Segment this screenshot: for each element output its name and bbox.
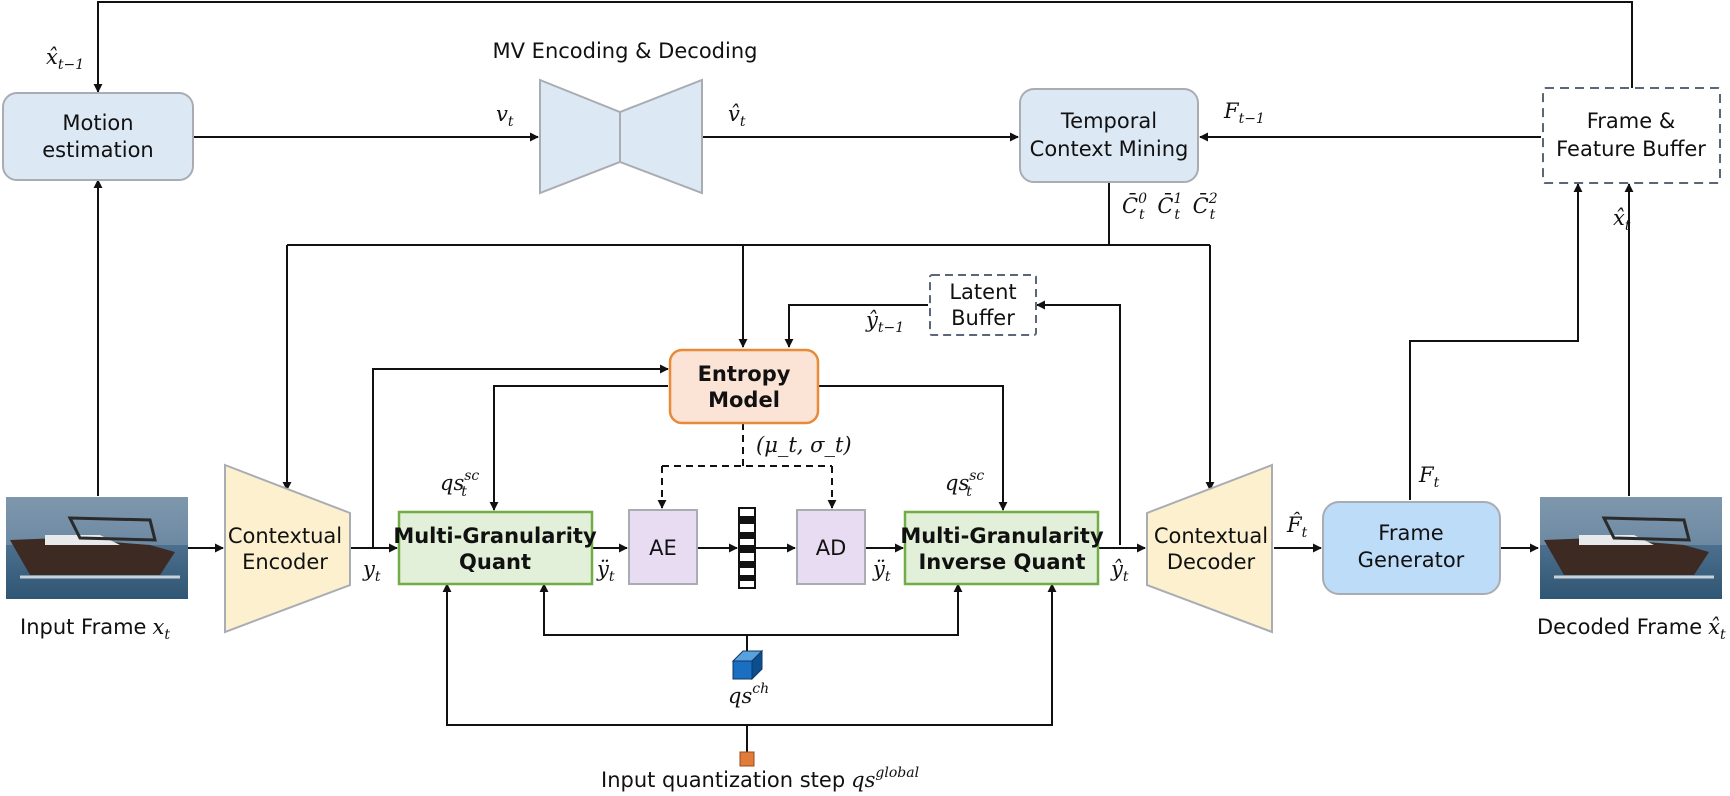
y-ddot-symbol-2: ÿt — [872, 557, 891, 585]
qs-sc-to-inverse-arrow — [818, 385, 1008, 511]
frame-feature-buffer-block — [1542, 87, 1721, 184]
y-hat-prev-arrow — [784, 304, 928, 348]
feedback-x-hat-prev-arrow — [93, 1, 1633, 93]
connections — [93, 1, 1634, 752]
mv-codec-title: MV Encoding & Decoding — [493, 39, 758, 63]
qs-ch-cube-icon — [731, 649, 764, 681]
entropy-label-1: Entropy — [698, 362, 791, 386]
qs-ch-to-inverse-arrow — [747, 583, 963, 636]
y-ddot-symbol-1: ÿt — [596, 557, 615, 585]
motion-estimation-label-1: Motion — [62, 111, 133, 135]
ad-label: AD — [816, 536, 847, 560]
frame-generator-label-2: Generator — [1358, 548, 1465, 572]
latent-label-1: Latent — [949, 280, 1016, 304]
quant-label-2: Quant — [459, 550, 531, 574]
y-hat-prev-symbol: ŷt−1 — [865, 308, 904, 336]
x-hat-prev-symbol: x̂t−1 — [46, 45, 84, 73]
qs-global-square-icon — [739, 751, 755, 767]
mg-inverse-quant-block — [903, 510, 1100, 586]
y-t-symbol: yt — [362, 557, 381, 585]
input-frame-image — [6, 497, 188, 599]
frame-generator-label-1: Frame — [1378, 521, 1443, 545]
f-t-to-buffer-arrow — [1409, 183, 1583, 500]
inverse-quant-label-1: Multi-Granularity — [900, 524, 1104, 548]
bitstream-icon — [738, 507, 756, 589]
y-t-to-entropy-arrow — [372, 364, 669, 548]
temporal-label-2: Context Mining — [1030, 137, 1189, 161]
contextual-decoder-block — [1146, 463, 1273, 634]
ad-block — [796, 509, 866, 585]
qs-global-to-quant-arrow — [442, 583, 747, 726]
motion-estimation-block — [2, 92, 194, 181]
entropy-model-block — [668, 348, 820, 425]
temporal-label-1: Temporal — [1060, 109, 1157, 133]
f-t-symbol: Ft — [1418, 463, 1440, 491]
decoder-label-1: Contextual — [1154, 524, 1268, 548]
buffer-label-2: Feature Buffer — [1556, 137, 1706, 161]
frame-generator-block — [1322, 501, 1501, 595]
decoder-label-2: Decoder — [1167, 550, 1256, 574]
quant-label-1: Multi-Granularity — [393, 524, 597, 548]
buffer-label-1: Frame & — [1587, 109, 1675, 133]
qs-sc-to-quant-arrow — [489, 385, 668, 511]
mu-sigma-symbol: (μ_t, σ_t) — [756, 433, 852, 457]
qs-ch-symbol: qsch — [728, 681, 769, 708]
y-hat-to-latent-arrow — [1036, 300, 1121, 545]
encoder-label-2: Encoder — [242, 550, 328, 574]
v-hat-t-symbol: v̂t — [728, 102, 746, 130]
f-hat-t-symbol: F̂t — [1286, 513, 1308, 541]
decoded-frame-image — [1540, 497, 1722, 599]
x-hat-t-symbol: x̂t — [1613, 206, 1631, 234]
ae-block — [628, 509, 698, 585]
v-t-symbol: vt — [496, 102, 514, 130]
y-hat-t-symbol: ŷt — [1110, 557, 1129, 585]
f-prev-symbol: Ft−1 — [1223, 99, 1265, 127]
temporal-context-mining-block — [1019, 88, 1199, 183]
mg-quant-block — [397, 510, 594, 586]
encoder-label-1: Contextual — [228, 524, 342, 548]
ae-label: AE — [649, 536, 677, 560]
qs-ch-to-quant-arrow — [539, 583, 747, 636]
inverse-quant-label-2: Inverse Quant — [918, 550, 1085, 574]
latent-label-2: Buffer — [951, 306, 1015, 330]
motion-estimation-label-2: estimation — [42, 138, 153, 162]
contextual-encoder-block — [224, 463, 351, 634]
entropy-label-2: Model — [708, 388, 780, 412]
latent-buffer-block — [929, 274, 1037, 336]
qs-global-to-inverse-arrow — [747, 583, 1057, 726]
